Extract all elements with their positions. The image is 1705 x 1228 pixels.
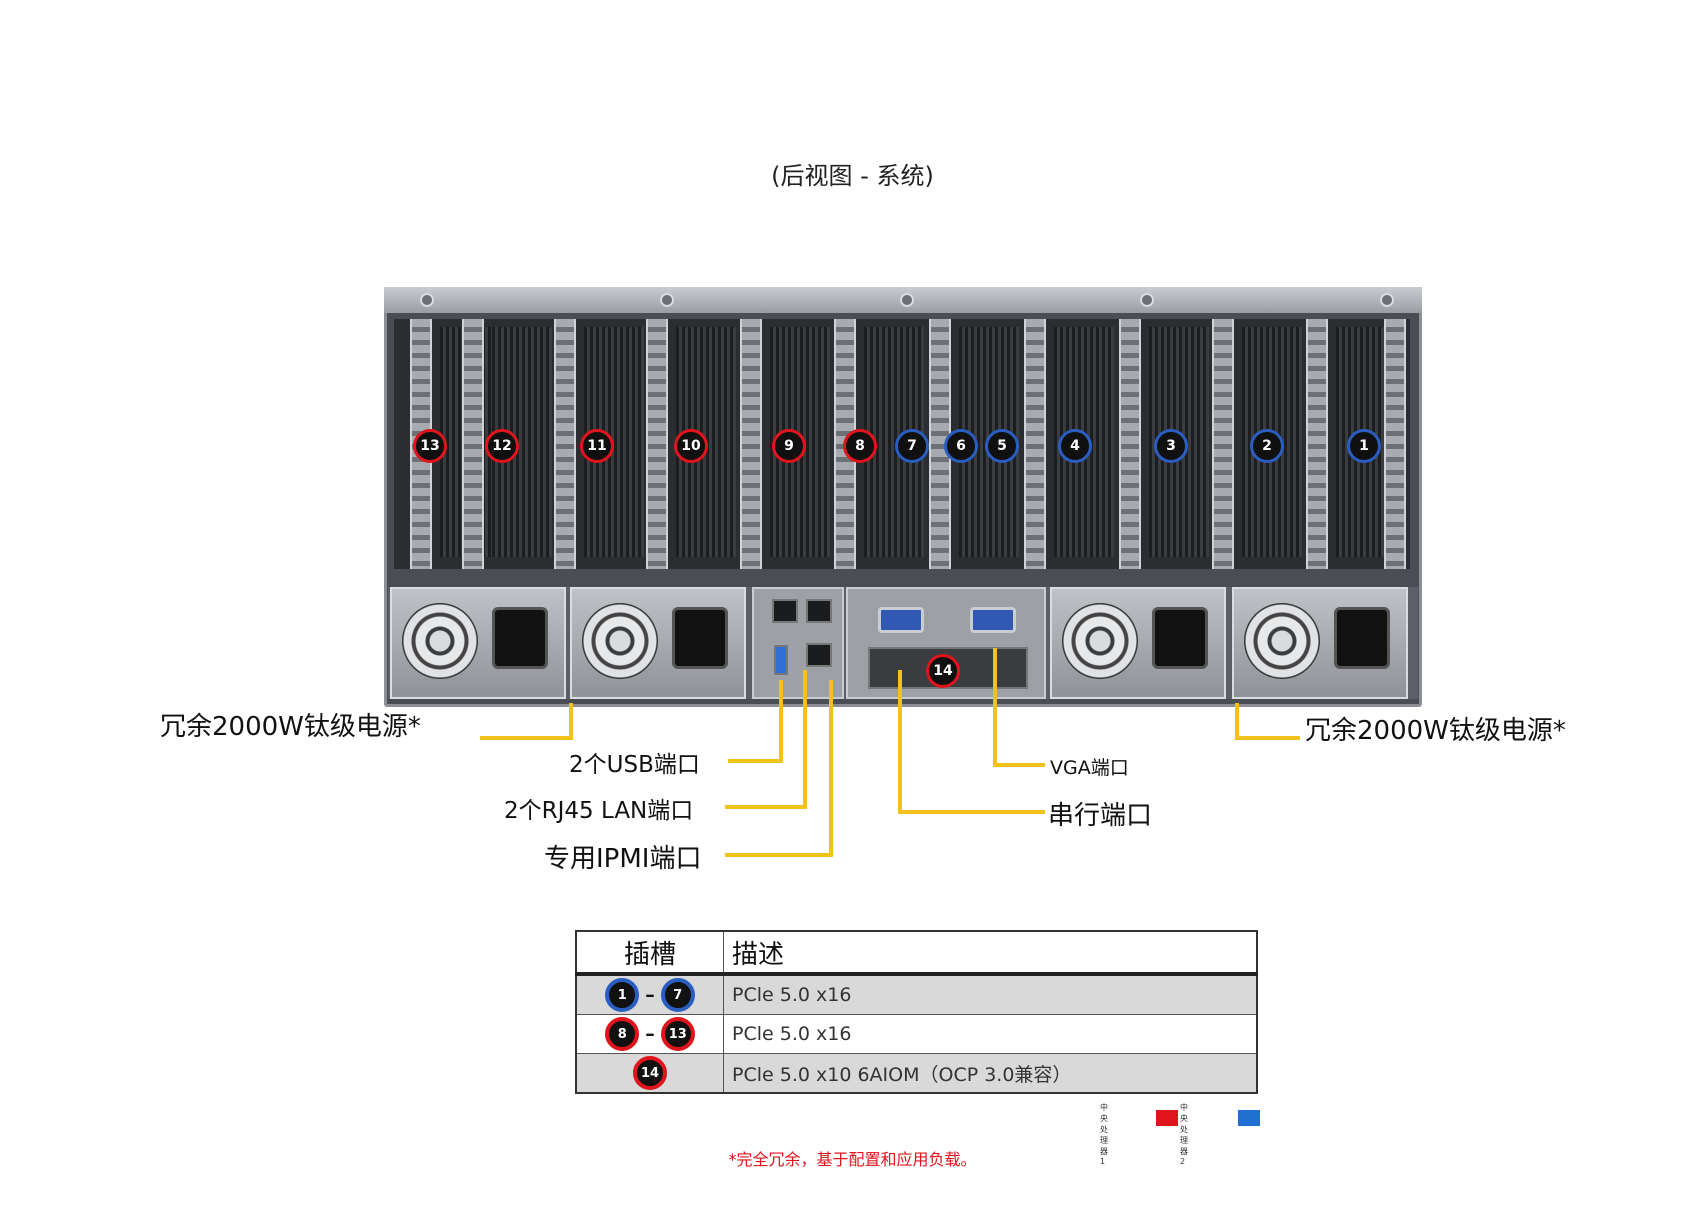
slot-badge-2: 2: [1250, 429, 1284, 463]
slot-badge-7: 7: [895, 429, 929, 463]
slot-range-cell: 1–7: [576, 973, 724, 1015]
slot-badge-mini: 1: [605, 978, 640, 1012]
table-row: 14 PCle 5.0 x10 6AIOM（OCP 3.0兼容）: [576, 1053, 1257, 1093]
psu-module: [1050, 587, 1226, 699]
fan-icon: [1062, 603, 1138, 679]
fan-icon: [1244, 603, 1320, 679]
fan-icon: [582, 603, 658, 679]
slot-bracket: [462, 319, 484, 569]
callout-usb: 2个USB端口: [569, 752, 700, 778]
psu-module: [1232, 587, 1408, 699]
description-cell: PCle 5.0 x16: [723, 973, 1257, 1015]
slot-bracket: [1306, 319, 1328, 569]
slot-badge-14: 14: [926, 654, 960, 688]
psu-module: [390, 587, 566, 699]
power-socket-icon: [1334, 607, 1390, 669]
slot-range-cell: 14: [576, 1053, 724, 1093]
screw-icon: [900, 293, 914, 307]
description-cell: PCle 5.0 x16: [723, 1014, 1257, 1054]
slot-badge-11: 11: [580, 429, 614, 463]
diagram-title: (后视图 - 系统): [771, 162, 934, 190]
cpu1-legend-label: 中央处理器1: [1100, 1103, 1108, 1166]
slot-bracket: [1119, 319, 1141, 569]
header-description: 描述: [723, 931, 1257, 976]
slot-range-cell: 8–13: [576, 1014, 724, 1054]
power-socket-icon: [672, 607, 728, 669]
slot-badge-mini: 7: [660, 978, 695, 1012]
callout-serial: 串行端口: [1048, 801, 1153, 831]
slot-badge-mini: 8: [605, 1017, 640, 1051]
callout-vga: VGA端口: [1050, 757, 1129, 779]
callout-lan: 2个RJ45 LAN端口: [504, 798, 694, 824]
rj45-port-icon: [772, 599, 798, 623]
leader-psu-left: [480, 703, 573, 740]
screw-icon: [660, 293, 674, 307]
callout-psu-right: 冗余2000W钛级电源*: [1305, 716, 1566, 746]
leader-vga: [993, 648, 1045, 767]
table-header-row: 插槽 描述: [576, 931, 1257, 976]
serial-port-icon: [878, 607, 924, 633]
header-slot: 插槽: [576, 931, 724, 976]
slot-badge-1: 1: [1347, 429, 1381, 463]
io-panel-network: [752, 587, 844, 699]
power-socket-icon: [492, 607, 548, 669]
power-socket-icon: [1152, 607, 1208, 669]
slot-description-table: 插槽 描述 1–7 PCle 5.0 x16 8–13 PCle 5.0 x16…: [575, 930, 1258, 1094]
description-cell: PCle 5.0 x10 6AIOM（OCP 3.0兼容）: [723, 1053, 1257, 1093]
slot-bracket: [740, 319, 762, 569]
slot-badge-6: 6: [944, 429, 978, 463]
fan-icon: [402, 603, 478, 679]
leader-ipmi: [725, 680, 833, 857]
slot-bracket: [1384, 319, 1406, 569]
cpu2-swatch: [1238, 1110, 1260, 1126]
cpu2-legend-label: 中央处理器2: [1180, 1103, 1188, 1166]
slot-bracket: [1024, 319, 1046, 569]
psu-module: [570, 587, 746, 699]
slot-badge-mini: 13: [660, 1017, 695, 1051]
table-row: 8–13 PCle 5.0 x16: [576, 1014, 1257, 1054]
slot-bracket: [1212, 319, 1234, 569]
vga-port-icon: [970, 607, 1016, 633]
slot-badge-3: 3: [1154, 429, 1188, 463]
table-row: 1–7 PCle 5.0 x16: [576, 973, 1257, 1015]
slot-badge-5: 5: [985, 429, 1019, 463]
footnote: *完全冗余，基于配置和应用负载。: [728, 1150, 977, 1169]
range-dash: –: [645, 984, 655, 1006]
slot-badge-10: 10: [674, 429, 708, 463]
callout-psu-left: 冗余2000W钛级电源*: [160, 712, 421, 742]
slot-bracket: [554, 319, 576, 569]
slot-badge-9: 9: [772, 429, 806, 463]
usb-port-icon: [774, 645, 788, 675]
leader-lan: [725, 670, 807, 809]
screw-icon: [1140, 293, 1154, 307]
slot-badge-4: 4: [1058, 429, 1092, 463]
callout-ipmi: 专用IPMI端口: [544, 844, 702, 874]
rj45-port-icon: [806, 599, 832, 623]
top-rail: [384, 287, 1422, 313]
slot-bracket: [646, 319, 668, 569]
slot-badge-mini: 14: [633, 1056, 667, 1090]
slot-badge-12: 12: [485, 429, 519, 463]
screw-icon: [1380, 293, 1394, 307]
range-dash: –: [645, 1023, 655, 1045]
ipmi-port-icon: [806, 643, 832, 667]
slot-badge-8: 8: [843, 429, 877, 463]
screw-icon: [420, 293, 434, 307]
leader-usb: [728, 680, 783, 763]
leader-serial: [898, 670, 1045, 814]
cpu1-swatch: [1156, 1110, 1178, 1126]
slot-badge-13: 13: [413, 429, 447, 463]
leader-psu-right: [1235, 703, 1300, 740]
